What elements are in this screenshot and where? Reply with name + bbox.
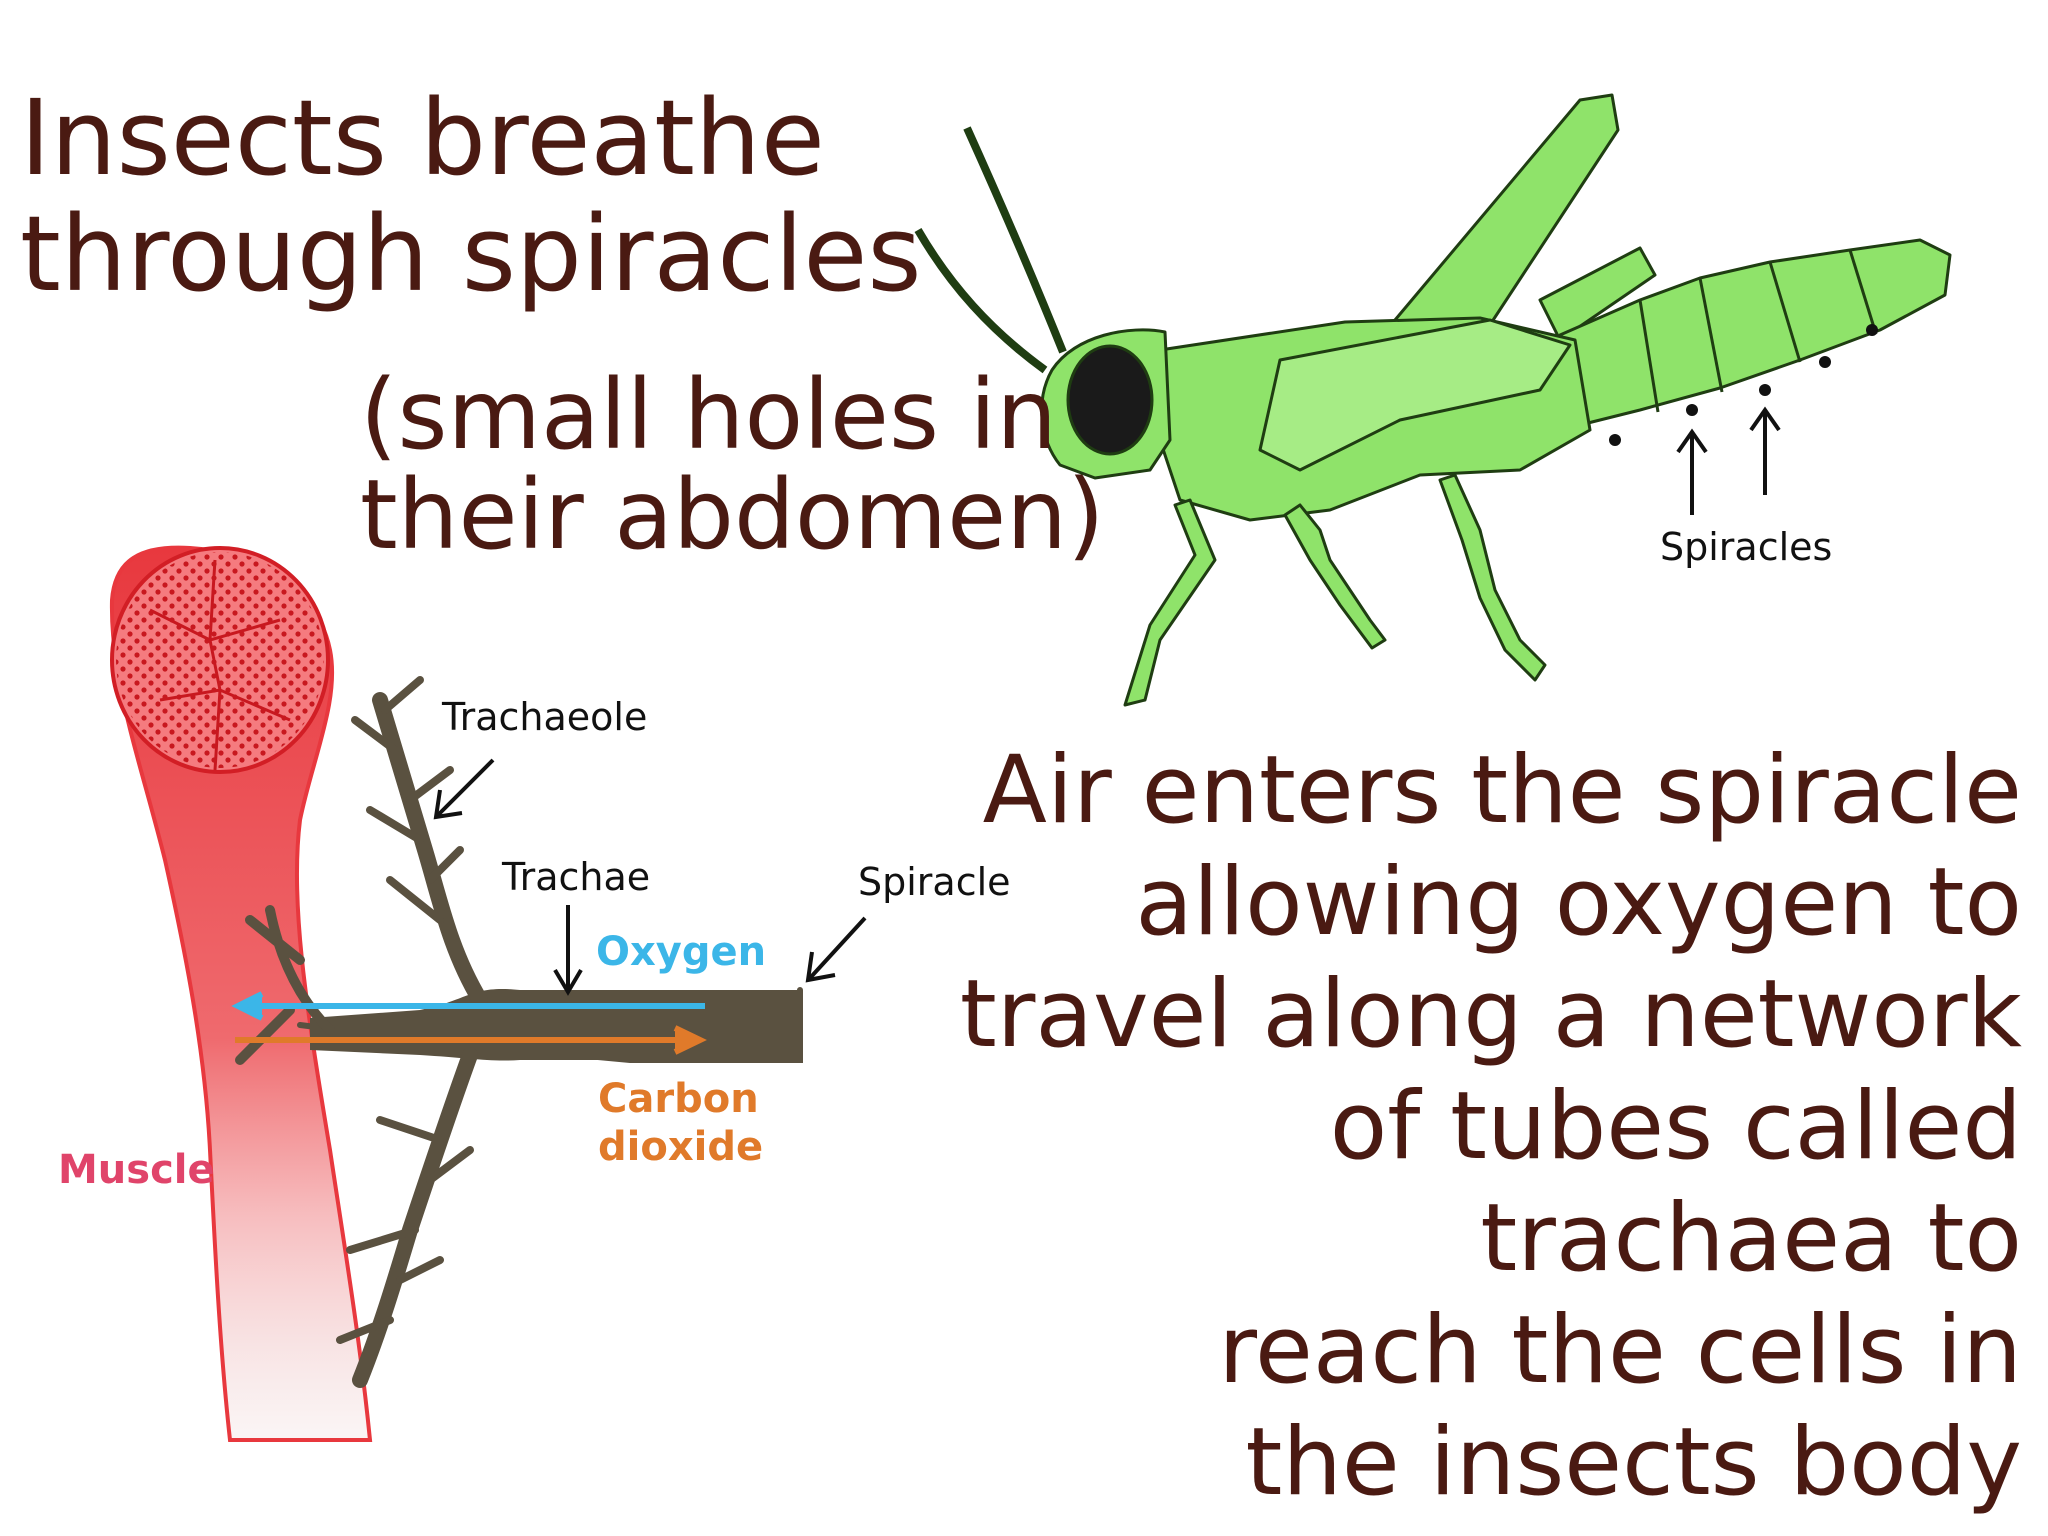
description-line: allowing oxygen to: [1135, 848, 2022, 957]
spiracle-dot-icon: [1609, 434, 1621, 446]
trachea-pointer-arrows: [433, 758, 867, 996]
trachae-label: Trachae: [502, 855, 651, 899]
description-line: trachaea to: [1480, 1184, 2022, 1293]
muscle-label: Muscle: [58, 1147, 215, 1193]
main-trachea-icon: [520, 990, 802, 1060]
hind-leg-icon: [1538, 246, 1657, 342]
abdomen-icon: [1558, 238, 1952, 427]
description-line: travel along a network: [959, 960, 2022, 1069]
carbon-dioxide-label-line: Carbon: [598, 1076, 759, 1122]
description-line: reach the cells in: [1218, 1296, 2022, 1405]
antenna-icon: [963, 126, 1067, 354]
slide-subtitle: (small holes in their abdomen): [360, 359, 1105, 571]
oxygen-flow-arrow: [231, 991, 705, 1021]
description-line: of tubes called: [1329, 1072, 2022, 1181]
subtitle-line: their abdomen): [360, 459, 1105, 571]
title-line: Insects breathe: [20, 77, 825, 199]
carbon-dioxide-label: Carbon dioxide: [598, 1075, 763, 1171]
antenna-icon: [914, 227, 1048, 374]
carbon-dioxide-label-line: dioxide: [598, 1124, 764, 1170]
trachaeole-label: Trachaeole: [442, 695, 648, 739]
spiracles-pointer-arrows: [1676, 406, 1781, 515]
grasshopper-illustration: [914, 93, 1952, 707]
front-leg-icon: [1123, 498, 1217, 707]
spiracle-dot-icon: [1686, 404, 1698, 416]
spiracle-dot-icon: [1819, 356, 1831, 368]
middle-leg-icon: [1283, 503, 1387, 650]
description-line: the insects body: [1245, 1408, 2022, 1517]
hind-lower-leg-icon: [1438, 473, 1547, 682]
description-line: Air enters the spiracle: [982, 736, 2022, 845]
grasshopper-eye-icon: [1066, 344, 1154, 456]
subtitle-line: (small holes in: [360, 359, 1058, 471]
slide-title: Insects breathe through spiracles: [20, 80, 922, 312]
title-line: through spiracles: [20, 193, 922, 315]
spiracle-label: Spiracle: [858, 860, 1011, 904]
spiracle-dot-icon: [1866, 324, 1878, 336]
description-text: Air enters the spiracle allowing oxygen …: [960, 735, 2022, 1519]
wing-icon: [1258, 318, 1572, 472]
spiracles-label: Spiracles: [1660, 525, 1833, 569]
carbon-dioxide-flow-arrow: [235, 1025, 707, 1055]
muscle-illustration: [109, 545, 373, 1442]
spiracle-dot-icon: [1759, 384, 1771, 396]
oxygen-label: Oxygen: [596, 929, 767, 975]
